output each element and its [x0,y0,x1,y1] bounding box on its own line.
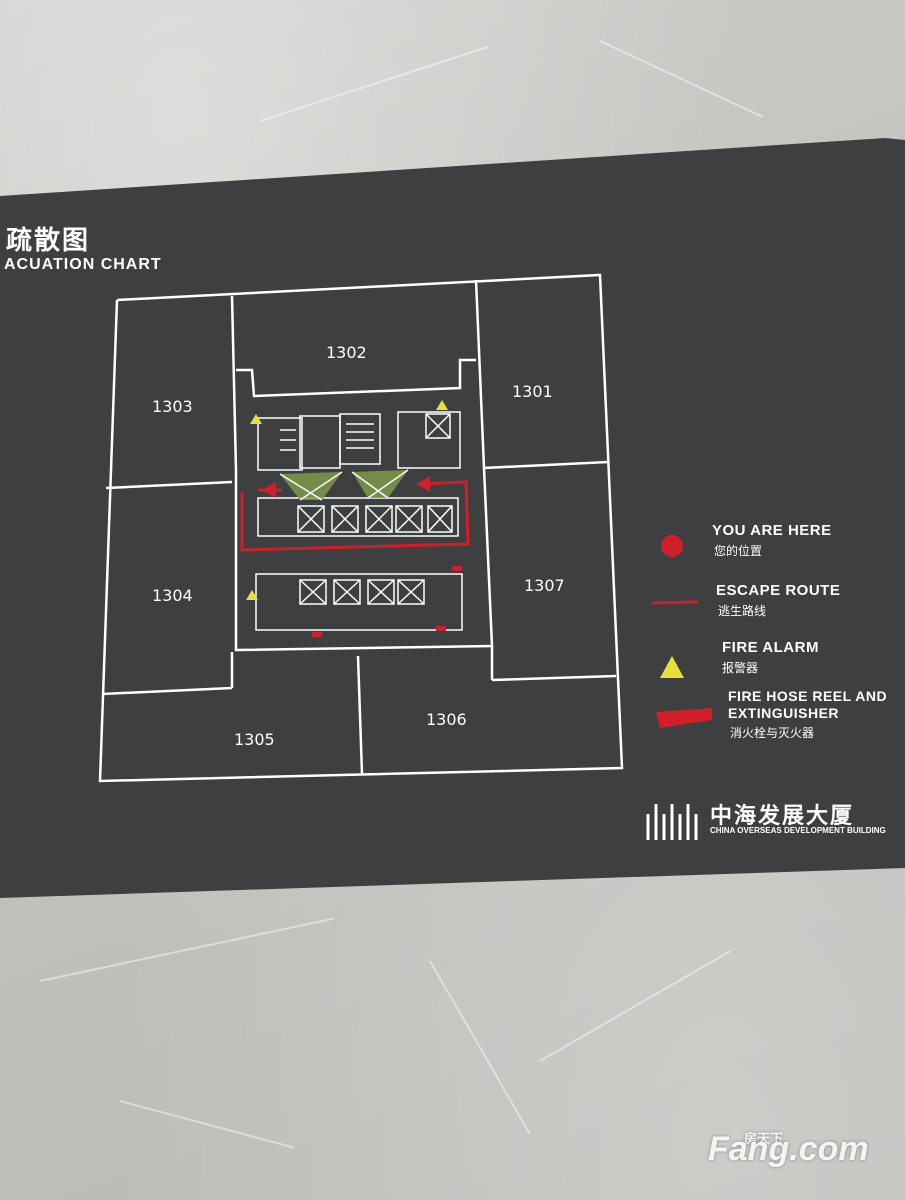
watermark-cn: 房天下 [744,1132,784,1147]
fire-alarm-marker [246,590,258,600]
watermark-logo: Fang.com [708,1130,869,1168]
floor-plan [98,273,624,783]
fire-alarm-marker [436,400,448,410]
route-arrow-left [262,482,276,498]
core-details [255,411,463,631]
stair-lobbies [279,469,409,501]
brand-name-cn: 中海发展大厦 [710,804,855,829]
red-wedge-icon [656,708,712,728]
room-1307-label: 1307 [524,576,565,595]
legend-fire-hose-en-2: EXTINGUISHER [728,705,840,721]
room-1304-label: 1304 [152,586,193,605]
route-arrow-right [416,476,430,492]
legend-fire-alarm-cn: 报警器 [722,661,759,675]
room-1306-label: 1306 [426,710,467,729]
hose-reel-marker [452,566,462,571]
room-1303-label: 1303 [152,397,193,416]
legend-you-are-here-en: YOU ARE HERE [712,522,832,539]
brand-logo [646,804,698,840]
fire-alarm-marker [250,414,262,424]
red-dot-icon [661,535,683,557]
yellow-triangle-icon [660,656,684,678]
legend-fire-hose-en-1: FIRE HOSE REEL AND [728,688,888,704]
chart-title-cn: 疏散图 [6,226,91,256]
room-1302-label: 1302 [326,343,367,362]
red-line-icon [651,600,699,605]
legend-fire-hose-cn: 消火栓与灭火器 [730,726,815,740]
hose-reel-marker [312,632,322,637]
room-1301-label: 1301 [512,382,553,401]
legend-escape-route-en: ESCAPE ROUTE [716,582,841,599]
room-1305-label: 1305 [234,730,275,749]
legend-you-are-here-cn: 您的位置 [714,544,763,558]
brand-name-en: CHINA OVERSEAS DEVELOPMENT BUILDING [710,826,886,835]
legend-escape-route-cn: 逃生路线 [718,604,767,618]
chart-title-en: ACUATION CHART [4,256,162,273]
hose-reel-marker [436,626,446,631]
legend-fire-alarm-en: FIRE ALARM [722,639,819,656]
